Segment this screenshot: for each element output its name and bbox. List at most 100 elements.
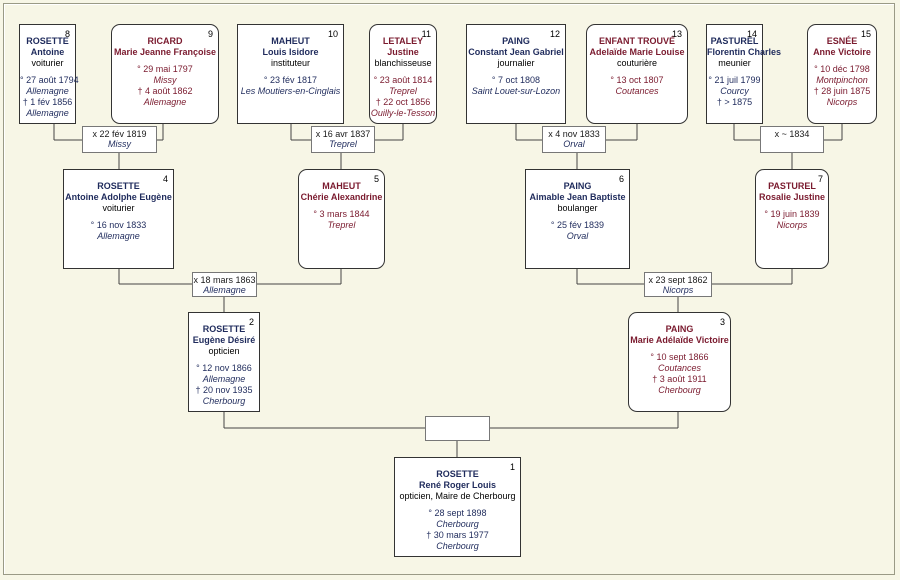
sosa-number: 12 — [549, 29, 560, 39]
event-place: Allemagne — [26, 86, 69, 96]
event-date: † > 1875 — [716, 97, 753, 107]
event-place: Missy — [153, 75, 177, 85]
event-place: Allemagne — [143, 97, 187, 107]
sosa-number: 9 — [207, 29, 213, 39]
person-surname: RICARD — [147, 36, 183, 46]
person-given-names: Florentin Charles — [707, 47, 782, 57]
event-place: Allemagne — [202, 374, 246, 384]
event-date: ° 13 oct 1807 — [610, 75, 664, 85]
person-occupation: voiturier — [31, 58, 64, 68]
sosa-number: 6 — [618, 174, 624, 184]
person-surname: ROSETTE — [97, 181, 140, 191]
sosa-number: 3 — [719, 317, 725, 327]
event-date: † 1 fév 1856 — [22, 97, 73, 107]
event-date: † 22 oct 1856 — [375, 97, 431, 107]
event-place: Cherbourg — [202, 396, 246, 406]
event-place: Ouilly-le-Tesson — [370, 108, 436, 118]
event-date: ° 16 nov 1833 — [90, 220, 147, 230]
person-occupation: couturière — [616, 58, 658, 68]
person-given-names: Antoine — [30, 47, 65, 57]
chart-frame — [3, 3, 895, 575]
sosa-number: 10 — [327, 29, 338, 39]
event-place: Allemagne — [26, 108, 69, 118]
person-given-names: Eugène Désiré — [192, 335, 256, 345]
person-surname: MAHEUT — [271, 36, 310, 46]
marriage-box — [425, 416, 490, 441]
marriage-date: x 18 mars 1863 — [193, 275, 256, 285]
person-given-names: Chérie Alexandrine — [300, 192, 383, 202]
event-date: ° 23 août 1814 — [373, 75, 433, 85]
person-given-names: Marie Jeanne Françoise — [113, 47, 217, 57]
person-surname: MAHEUT — [322, 181, 361, 191]
marriage-place: Orval — [563, 139, 585, 149]
person-occupation: blanchisseuse — [374, 58, 432, 68]
person-surname: ROSETTE — [202, 324, 246, 334]
event-place: Cherbourg — [436, 519, 479, 529]
event-date: † 4 août 1862 — [137, 86, 193, 96]
event-place: Cherbourg — [658, 385, 701, 395]
marriage-place: Missy — [108, 139, 131, 149]
person-surname: ENFANT TROUVÉ — [598, 36, 675, 46]
event-place: Nicorps — [826, 97, 858, 107]
person-given-names: Rosalie Justine — [758, 192, 826, 202]
event-date: ° 3 mars 1844 — [313, 209, 370, 219]
event-date: ° 10 déc 1798 — [814, 64, 870, 74]
event-place: Treprel — [389, 86, 417, 96]
marriage-date: x ~ 1834 — [774, 129, 810, 139]
sosa-number: 13 — [671, 29, 682, 39]
marriage-date: x 4 nov 1833 — [548, 129, 600, 139]
marriage-place: Treprel — [329, 139, 357, 149]
event-date: † 28 juin 1875 — [813, 86, 871, 96]
event-date: ° 21 juil 1799 — [708, 75, 761, 85]
sosa-number: 4 — [162, 174, 168, 184]
event-place: Coutances — [615, 86, 659, 96]
marriage-box: x ~ 1834 — [760, 126, 824, 153]
person-surname: ESNÉE — [826, 36, 858, 46]
sosa-number: 1 — [509, 462, 515, 472]
person-surname: LETALEY — [382, 36, 424, 46]
person-surname: PASTUREL — [710, 36, 759, 46]
sosa-number: 2 — [248, 317, 254, 327]
event-date: ° 27 août 1794 — [20, 75, 79, 85]
person-surname: PASTUREL — [768, 181, 816, 191]
person-given-names: René Roger Louis — [418, 480, 496, 490]
person-surname: PAING — [563, 181, 592, 191]
event-place: Orval — [566, 231, 589, 241]
event-date: ° 29 mai 1797 — [137, 64, 193, 74]
event-place: Saint Louet-sur-Lozon — [471, 86, 561, 96]
event-place: Allemagne — [97, 231, 140, 241]
marriage-place: Nicorps — [662, 285, 694, 295]
event-date: † 30 mars 1977 — [426, 530, 489, 540]
sosa-number: 7 — [817, 174, 823, 184]
event-date: † 20 nov 1935 — [195, 385, 253, 395]
person-given-names: Constant Jean Gabriel — [468, 47, 564, 57]
person-given-names: Antoine Adolphe Eugène — [65, 192, 172, 202]
person-occupation: voiturier — [102, 203, 135, 213]
sosa-number: 8 — [64, 29, 70, 39]
event-date: ° 7 oct 1808 — [491, 75, 541, 85]
person-surname: ROSETTE — [436, 469, 479, 479]
event-place: Nicorps — [776, 220, 808, 230]
marriage-date: x 23 sept 1862 — [648, 275, 708, 285]
event-date: ° 10 sept 1866 — [650, 352, 709, 362]
